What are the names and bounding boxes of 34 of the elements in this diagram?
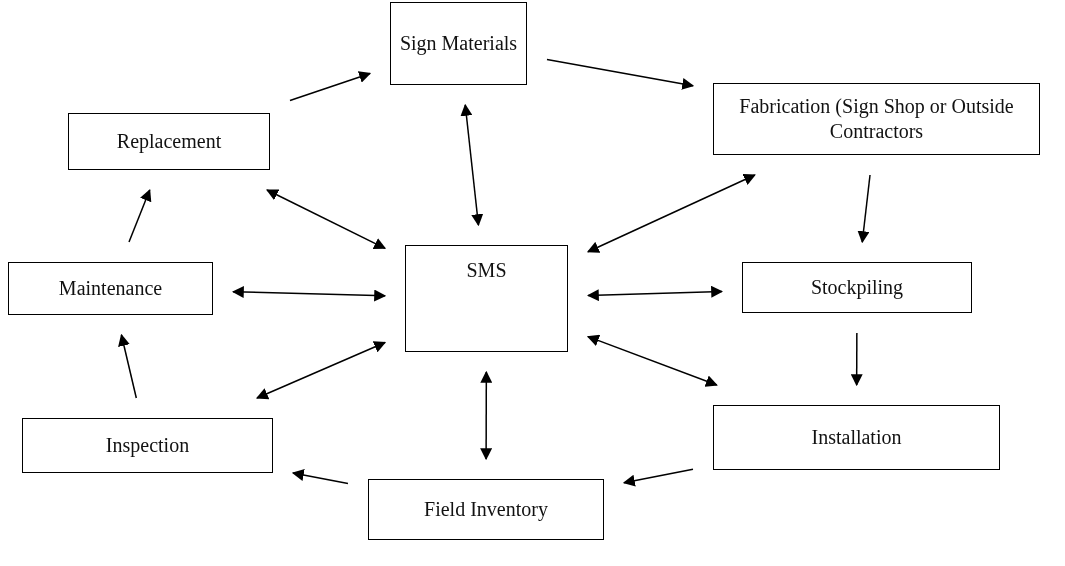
- arrow: [266, 189, 387, 250]
- process-box: [68, 113, 270, 170]
- process-box: [713, 405, 1000, 470]
- arrow: [291, 469, 349, 485]
- arrow: [850, 332, 863, 387]
- arrow: [586, 174, 756, 253]
- box-label: Fabrication (Sign Shop or Outside Contractors: [738, 94, 1015, 144]
- arrow: [586, 334, 718, 387]
- arrow: [231, 286, 387, 302]
- box-label: SMS: [466, 258, 507, 283]
- box-label: Replacement: [116, 129, 222, 154]
- arrow: [128, 188, 152, 243]
- arrow: [255, 341, 387, 400]
- arrow: [622, 468, 694, 487]
- box-label: Maintenance: [58, 276, 163, 301]
- box-label: Installation: [811, 425, 902, 450]
- box-label: Sign Materials: [399, 31, 518, 56]
- arrow: [480, 370, 493, 461]
- box-label: Inspection: [105, 433, 190, 458]
- process-box: [368, 479, 604, 540]
- arrow: [289, 71, 372, 102]
- process-box: [390, 2, 527, 85]
- process-box: [742, 262, 972, 313]
- box-label: Stockpiling: [810, 275, 904, 300]
- process-box: [713, 83, 1040, 155]
- arrow: [857, 174, 871, 244]
- arrow: [546, 58, 695, 90]
- arrow: [118, 333, 138, 399]
- arrow: [586, 285, 724, 302]
- process-box: [22, 418, 273, 473]
- process-box: [8, 262, 213, 315]
- arrow: [460, 103, 484, 227]
- box-label: Field Inventory: [424, 497, 548, 522]
- process-box: [405, 245, 568, 352]
